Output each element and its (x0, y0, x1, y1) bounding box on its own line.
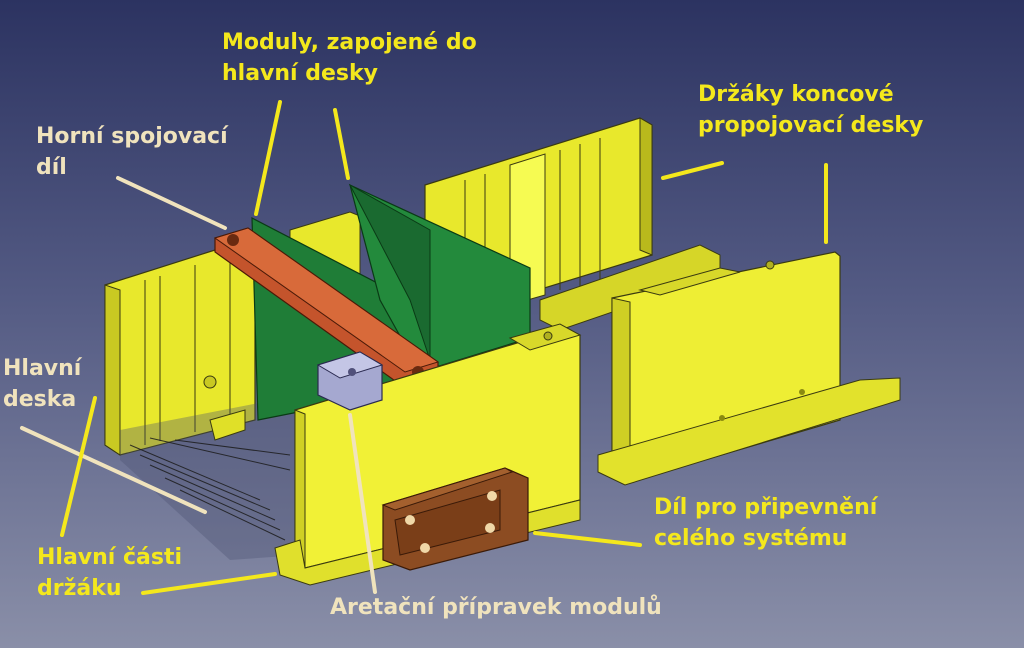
label-end-board-holders: Držáky koncové propojovací desky (698, 79, 923, 141)
mounting-part (381, 467, 529, 571)
label-modules: Moduly, zapojené do hlavní desky (222, 27, 477, 89)
label-mounting-part-line2: celého systému (654, 526, 848, 551)
pointer-holder-main-2 (141, 572, 277, 595)
end-board-holder-front (597, 251, 901, 486)
label-holder-main-parts: Hlavní části držáku (37, 542, 182, 604)
label-main-board: Hlavní deska (3, 353, 81, 415)
label-holder-main-parts-line2: držáku (37, 576, 122, 601)
label-top-connector-line1: Horní spojovací (36, 124, 228, 149)
top-connector-part (213, 227, 440, 389)
pointer-modules-2 (333, 108, 350, 180)
module-lock-jig (316, 351, 384, 411)
label-main-board-line2: deska (3, 387, 77, 412)
label-module-lock: Aretační přípravek modulů (330, 592, 662, 623)
pointer-top-connector (116, 176, 227, 230)
label-module-lock-line1: Aretační přípravek modulů (330, 595, 662, 620)
pointer-holder-main-1 (60, 396, 97, 537)
label-main-board-line1: Hlavní (3, 356, 82, 381)
label-end-board-holders-line1: Držáky koncové (698, 82, 894, 107)
pointer-modules-1 (254, 100, 282, 216)
label-mounting-part: Díl pro připevnění celého systému (654, 492, 877, 554)
label-mounting-part-line1: Díl pro připevnění (654, 495, 878, 520)
pointer-end-holder-1 (661, 161, 724, 180)
label-holder-main-parts-line1: Hlavní části (37, 545, 183, 570)
pointer-lines (20, 100, 828, 595)
pointer-main-board (20, 426, 207, 514)
label-modules-line1: Moduly, zapojené do (222, 30, 477, 55)
label-end-board-holders-line2: propojovací desky (698, 113, 924, 138)
main-board (120, 395, 300, 560)
pointer-lock-jig (348, 413, 377, 594)
pointer-mounting-part (533, 531, 642, 547)
label-modules-line2: hlavní desky (222, 61, 378, 86)
label-top-connector-line2: díl (36, 155, 67, 180)
label-top-connector: Horní spojovací díl (36, 121, 228, 183)
